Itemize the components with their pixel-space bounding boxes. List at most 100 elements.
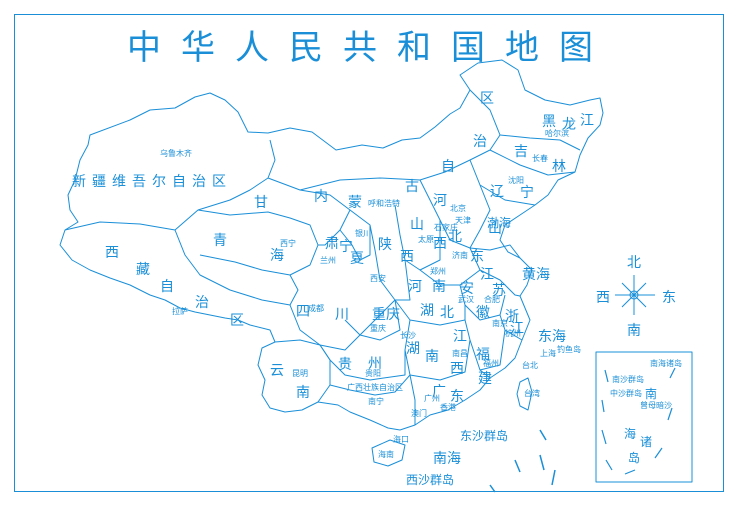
label-liaoning-1: 辽 [490,184,504,200]
border-anhui [459,284,506,321]
label-yunnan-1: 云 [270,363,284,379]
label-henan-2: 南 [432,279,446,295]
inset-frame [595,351,693,483]
inset-label-1: 南海诸岛 [650,359,682,368]
capital-yinchuan: 银川 [355,229,371,238]
compass-north: 北 [627,255,641,271]
border-ningxia [339,225,371,261]
inset-label-7: 诸 [640,435,653,449]
label-neimenggu-6: 区 [480,91,494,107]
compass-west: 西 [596,290,610,306]
label-jilin-2: 林 [552,159,566,175]
compass-rose [615,275,655,315]
label-liaoning-2: 宁 [520,185,534,201]
capital-lasa: 拉萨 [172,307,188,316]
capital-jinan: 济南 [452,251,468,260]
label-heilongjiang-1: 黑 [542,114,556,130]
taiwan-outline [516,377,533,411]
capital-zhengzhou: 郑州 [430,267,446,276]
border-chongqing [344,299,401,341]
capital-hefei: 合肥 [484,295,500,304]
capital-nanjing: 南京 [492,319,508,328]
label-sichuan-2: 川 [335,307,349,323]
nine-dash-line [489,429,556,493]
sea-dongsha: 东沙群岛 [460,429,509,443]
inset-label-3: 中沙群岛 [610,389,642,398]
label-hunan-1: 湖 [406,341,420,357]
label-guangxi: 广西壮族自治区 [347,383,403,392]
label-xizang-3: 自 [160,279,174,295]
border-hunan [404,319,471,381]
label-jiangsu-2: 苏 [492,283,506,299]
label-neimenggu-4: 自 [441,159,455,175]
label-xizang-5: 区 [230,313,244,329]
map-title: 中华人民共和国地图 [127,28,613,68]
label-ningxia-2: 夏 [350,251,364,267]
label-xizang-4: 治 [195,295,209,311]
label-hebei-1: 河 [433,193,447,209]
inset-dashes [601,367,676,475]
label-hainan: 海南 [378,450,394,459]
sea-nanhai: 南海 [433,451,461,467]
label-fujian-2: 建 [478,371,492,387]
inset-label-6: 海 [624,427,637,441]
inset-label-5: 南 [645,387,658,401]
label-jiangsu-1: 江 [480,267,494,283]
label-heilongjiang-2: 龙 [562,117,576,133]
capital-aomen: 澳门 [411,409,427,418]
border-hubei [394,299,466,326]
capital-guangzhou: 广州 [424,394,440,403]
border-xizang [174,229,299,306]
label-qinghai-1: 青 [213,233,227,249]
border-yunnan [274,339,331,403]
inset-label-8: 岛 [628,451,641,465]
border-hebei [419,179,491,249]
capital-wuhan: 武汉 [458,295,474,304]
border-guizhou [319,344,406,381]
label-zhejiang-1: 浙 [505,309,519,325]
capital-xining: 西宁 [280,239,296,248]
label-anhui-1: 安 [460,281,474,297]
border-neimenggu [299,89,501,191]
label-anhui-2: 徽 [476,305,490,321]
capital-haikou: 海口 [393,435,409,444]
label-gansu-2: 肃 [325,236,339,252]
label-neimenggu-3: 古 [405,179,419,195]
capital-tianjin: 天津 [455,216,471,225]
label-shanxi-2: 西 [433,236,447,252]
capital-taiyuan: 太原 [418,235,434,244]
label-xizang-2: 藏 [136,262,150,278]
map-frame [14,14,724,492]
label-shandong-1: 山 [488,221,502,237]
label-shaanxi-2: 西 [400,249,414,265]
label-xizang-1: 西 [105,245,119,261]
capital-taibei: 台北 [522,361,538,370]
label-taiwan: 台湾 [524,389,540,398]
capital-chengdu: 成都 [308,304,324,313]
capital-shijiazhuang: 石家庄 [434,223,458,232]
sea-bohai: 渤海 [487,216,512,230]
label-guizhou-2: 州 [368,356,382,372]
label-jiangxi-1: 江 [453,329,467,345]
label-shaanxi-1: 陕 [378,237,392,253]
compass-south: 南 [627,323,641,339]
capital-changsha: 长沙 [400,331,416,340]
border-xinjiang [64,139,276,231]
label-neimenggu-5: 治 [473,134,487,150]
sea-huanghai: 黄海 [522,267,550,283]
hainan-outline [371,439,406,467]
label-zhejiang-2: 江 [510,321,524,337]
border-sichuan [289,299,396,351]
border-guangdong [409,374,416,425]
capital-nanning: 南宁 [368,397,384,406]
capital-changchun: 长春 [532,154,548,163]
capital-lanzhou: 兰州 [320,256,336,265]
capital-fuzhou: 福州 [483,359,499,368]
label-hebei-2: 北 [448,229,462,245]
compass-east: 东 [662,290,676,306]
capital-kunming: 昆明 [292,369,308,378]
label-xinjiang: 新疆维吾尔自治区 [72,174,232,190]
capital-nanchang: 南昌 [452,349,468,358]
label-yunnan-2: 南 [296,385,310,401]
